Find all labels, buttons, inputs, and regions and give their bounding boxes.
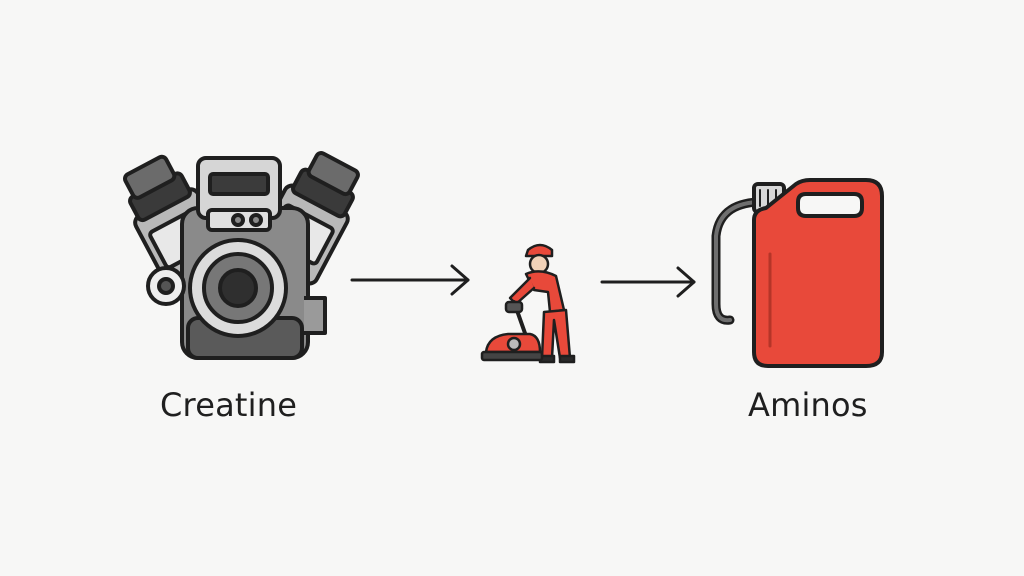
engine-icon bbox=[123, 151, 360, 360]
worker-with-floor-machine-icon bbox=[480, 243, 576, 364]
flow-arrow bbox=[600, 266, 696, 298]
worker-node bbox=[478, 240, 582, 370]
node-label-aminos: Aminos bbox=[748, 386, 868, 424]
fuel-canister-icon bbox=[711, 178, 884, 368]
engine-node bbox=[120, 148, 360, 368]
node-label-creatine: Creatine bbox=[160, 386, 298, 424]
flow-arrow bbox=[350, 264, 470, 296]
canister-node bbox=[706, 176, 896, 372]
